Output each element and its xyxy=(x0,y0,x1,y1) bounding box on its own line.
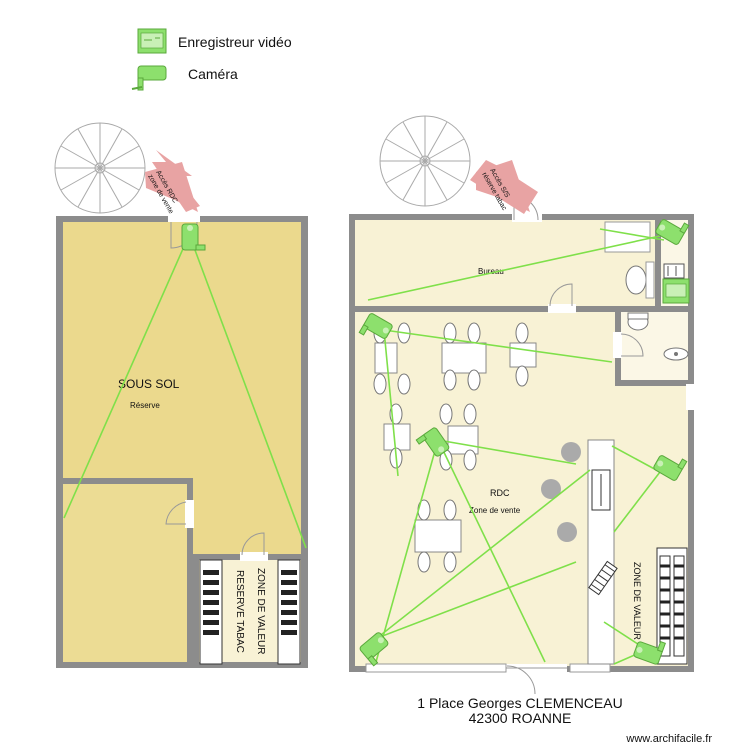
right-door xyxy=(686,384,695,410)
address-line-2: 42300 ROANNE xyxy=(469,710,572,726)
basement-door-small-room xyxy=(165,500,194,528)
legend-recorder-label: Enregistreur vidéo xyxy=(178,34,292,50)
basement-small-room-floor xyxy=(63,484,187,662)
window-bottom xyxy=(365,663,611,673)
ground-spiral-stair xyxy=(379,115,471,207)
ground-sight-lines xyxy=(367,228,665,665)
basement-plan: Accès RDC zone de vente RESERVE TABAC ZO… xyxy=(54,122,308,668)
office-wall xyxy=(355,306,688,312)
wc-door xyxy=(613,332,644,358)
wc-sink xyxy=(663,347,689,361)
ground-floor-plan: Accès S/S réserve tabac xyxy=(349,115,695,695)
video-recorder-icon xyxy=(137,28,167,54)
valuables-shelf xyxy=(656,547,688,665)
tobacco-shelf-left xyxy=(199,559,223,665)
watermark: www.archifacile.fr xyxy=(625,733,712,745)
counter xyxy=(587,439,618,665)
basement-inner-wall xyxy=(63,478,192,484)
basement-valuables-label: ZONE DE VALEUR xyxy=(255,568,266,655)
video-recorder xyxy=(662,278,690,304)
ground-floor-subtitle: Zone de vente xyxy=(469,506,521,515)
basement-door-tobacco xyxy=(240,532,268,561)
legend-camera-label: Caméra xyxy=(188,66,238,82)
address-line-1: 1 Place Georges CLEMENCEAU xyxy=(417,695,622,711)
basement-sight-lines xyxy=(63,241,307,549)
basement-title: SOUS SOL xyxy=(118,377,180,391)
office-label: Bureau xyxy=(478,267,504,276)
keyboard xyxy=(588,560,618,596)
legend: Enregistreur vidéo Caméra xyxy=(131,28,292,91)
basement-reserve-floor xyxy=(63,222,301,478)
basement-stair-arrow: Accès RDC zone de vente xyxy=(145,150,200,215)
entrance-door xyxy=(505,664,567,695)
ground-stair-arrow: Accès S/S réserve tabac xyxy=(470,160,538,214)
camera-icon xyxy=(131,65,167,91)
ground-floor-title: RDC xyxy=(490,488,510,498)
tobacco-shelf-right xyxy=(277,559,301,665)
office-door xyxy=(548,283,576,313)
basement-spiral-stair xyxy=(54,122,146,214)
wc-toilet xyxy=(627,312,649,331)
stools xyxy=(541,442,581,542)
tobacco-reserve-label: RESERVE TABAC xyxy=(234,570,245,653)
ground-valuables-label: ZONE DE VALEUR xyxy=(632,562,642,640)
basement-subtitle: Réserve xyxy=(130,401,160,410)
